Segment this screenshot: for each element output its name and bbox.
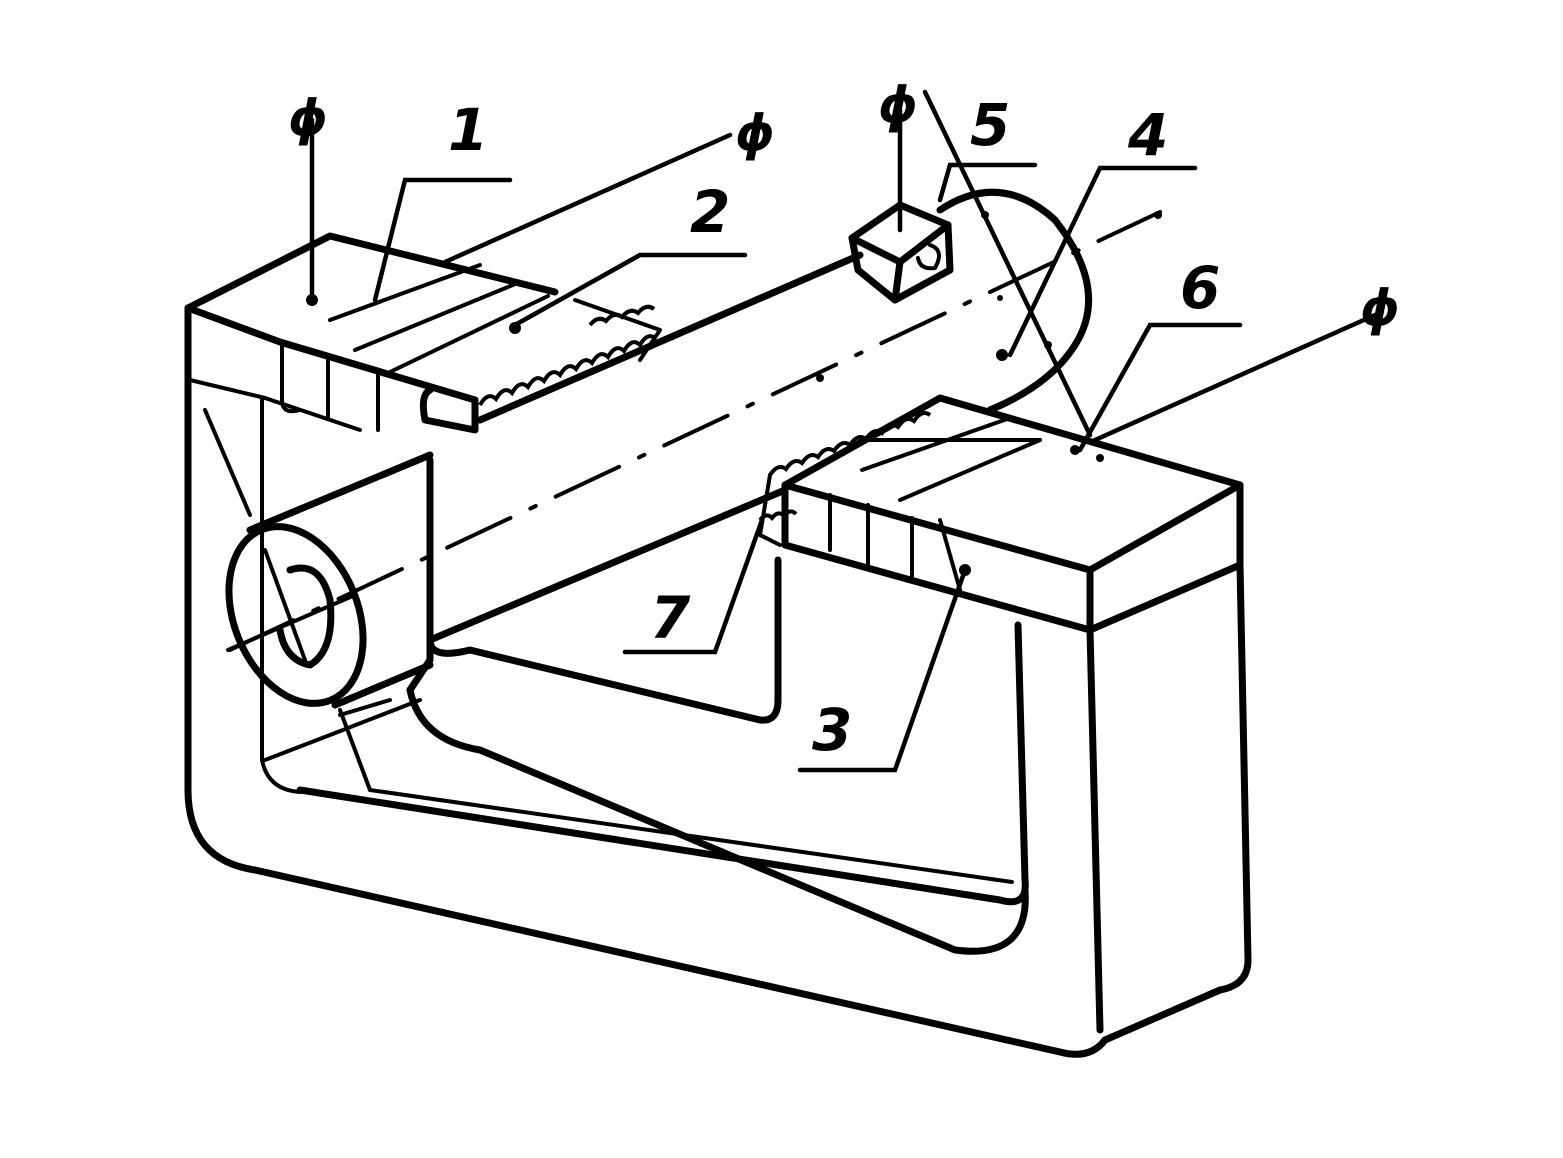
label-6: 6 [1180,254,1220,322]
rotation-axis [228,210,1162,652]
flux-symbol-right: ϕ [1360,279,1400,337]
rotor-teeth-lower [758,411,932,547]
sensor-box [848,201,954,304]
callout-labels: 1 2 3 4 5 6 7 [448,91,1220,764]
label-5: 5 [970,91,1010,159]
magnetic-core [184,232,1252,1058]
rotor-teeth-upper [478,298,662,407]
label-4: 4 [1127,101,1168,169]
label-3: 3 [812,696,852,764]
rotor-cylinder [225,188,1093,709]
label-2: 2 [690,178,730,246]
flux-symbol-top: ϕ [735,104,775,162]
label-7: 7 [650,584,691,652]
label-1: 1 [448,96,488,164]
flux-symbol-left: ϕ [288,89,328,147]
flux-symbols: ϕ ϕ ϕ ϕ [288,76,1400,337]
leader-lines [203,89,1378,792]
flux-symbol-sensor: ϕ [878,76,918,134]
reference-dots [306,211,1162,576]
